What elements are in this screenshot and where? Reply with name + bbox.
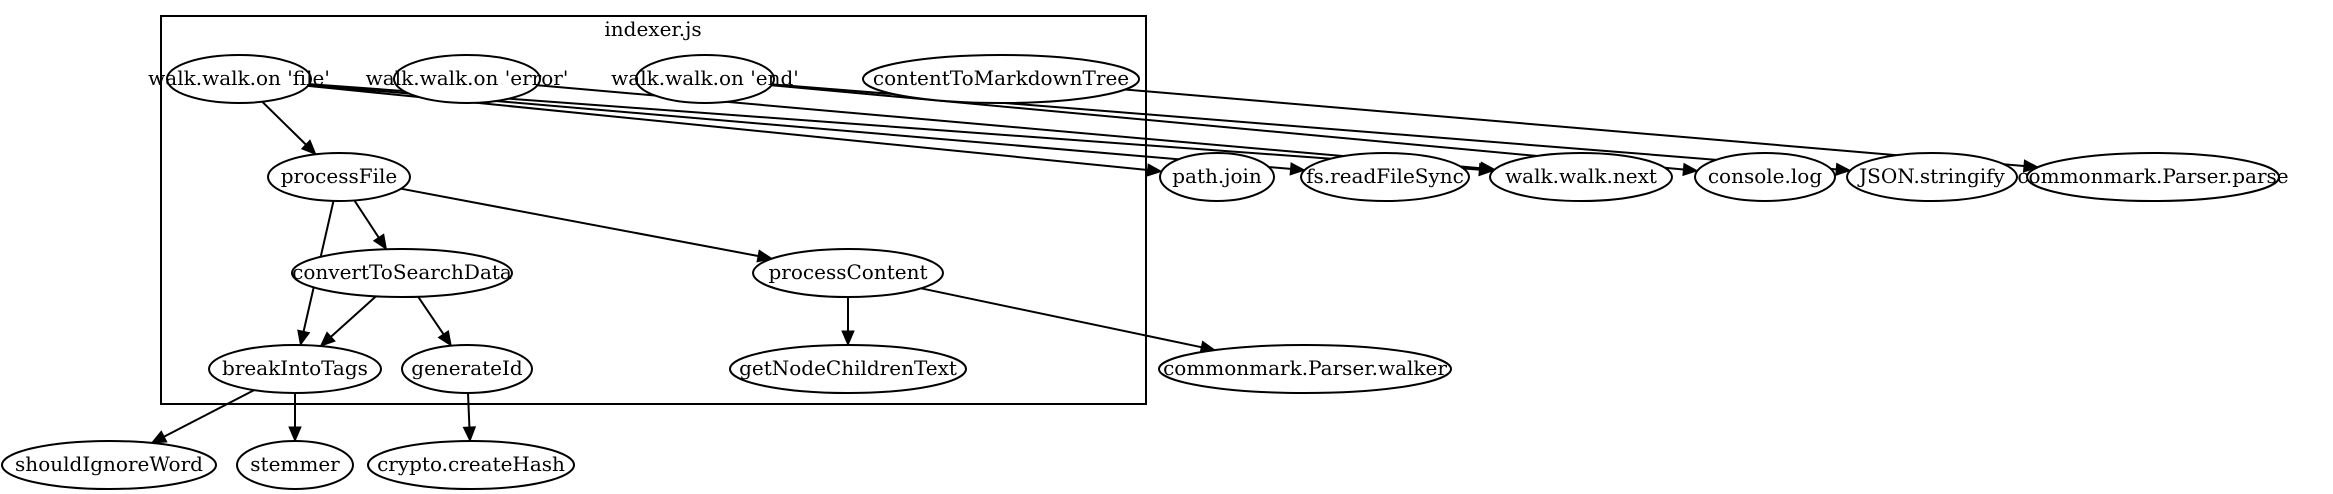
edge-arrowhead bbox=[372, 233, 388, 251]
node-console-log[interactable]: console.log bbox=[1694, 152, 1836, 202]
node-label: getNodeChildrenText bbox=[739, 356, 957, 380]
node-walk-walk-next[interactable]: walk.walk.next bbox=[1489, 152, 1673, 202]
node-label: commonmark.Parser.parse bbox=[2017, 164, 2288, 188]
node-label: walk.walk.on 'end' bbox=[611, 66, 799, 90]
node-label: JSON.stringify bbox=[1857, 164, 2005, 188]
edge-arrowhead bbox=[841, 330, 855, 347]
edge-process-file-to-process-content bbox=[400, 187, 774, 263]
edge-process-content-to-commonmark-parser-walker bbox=[920, 287, 1217, 354]
edge-line bbox=[1124, 88, 2025, 167]
edge-arrowhead bbox=[1682, 162, 1699, 177]
node-label: walk.walk.on 'error' bbox=[366, 66, 569, 90]
edge-arrowhead bbox=[297, 329, 311, 347]
edge-arrowhead bbox=[150, 430, 168, 444]
node-label: commonmark.Parser.walker bbox=[1163, 356, 1447, 380]
node-crypto-create-hash[interactable]: crypto.createHash bbox=[367, 440, 575, 490]
edge-line bbox=[353, 199, 380, 239]
edge-content-to-markdown-tree-to-commonmark-parser-parse bbox=[1124, 88, 2040, 173]
node-label: crypto.createHash bbox=[377, 452, 565, 476]
node-json-stringify[interactable]: JSON.stringify bbox=[1846, 152, 2018, 202]
edge-line bbox=[400, 187, 759, 257]
edge-arrowhead bbox=[1835, 162, 1852, 177]
edge-convert-to-search-data-to-generate-id bbox=[417, 296, 452, 347]
node-label: shouldIgnoreWord bbox=[15, 452, 203, 476]
node-label: fs.readFileSync bbox=[1306, 164, 1464, 188]
node-label: convertToSearchData bbox=[292, 260, 512, 284]
cluster-box bbox=[160, 15, 1147, 405]
edge-line bbox=[330, 295, 377, 338]
edge-line bbox=[261, 100, 307, 146]
node-label: console.log bbox=[1708, 164, 1822, 188]
node-walk-on-file[interactable]: walk.walk.on 'file' bbox=[148, 54, 330, 104]
edge-break-into-tags-to-should-ignore-word bbox=[150, 389, 255, 444]
node-walk-on-end[interactable]: walk.walk.on 'end' bbox=[611, 54, 799, 104]
node-label: walk.walk.next bbox=[1505, 164, 1657, 188]
edge-process-file-to-convert-to-search-data bbox=[353, 199, 388, 251]
node-commonmark-parser-walker[interactable]: commonmark.Parser.walker bbox=[1158, 344, 1452, 394]
edge-walk-on-file-to-process-file bbox=[261, 100, 317, 156]
edge-line bbox=[163, 389, 255, 438]
node-label: breakIntoTags bbox=[222, 356, 368, 380]
node-convert-to-search-data[interactable]: convertToSearchData bbox=[291, 248, 513, 298]
node-process-content[interactable]: processContent bbox=[752, 248, 944, 298]
edge-arrowhead bbox=[1289, 162, 1306, 176]
node-label: stemmer bbox=[250, 452, 340, 476]
node-path-join[interactable]: path.join bbox=[1159, 152, 1275, 202]
edge-arrowhead bbox=[319, 331, 336, 347]
node-commonmark-parser-parse[interactable]: commonmark.Parser.parse bbox=[2017, 152, 2289, 202]
cluster-indexer-js: indexer.js bbox=[160, 15, 1147, 405]
node-break-into-tags[interactable]: breakIntoTags bbox=[208, 344, 382, 394]
node-label: processFile bbox=[281, 164, 397, 188]
edge-line bbox=[467, 392, 471, 428]
edge-arrowhead bbox=[300, 139, 317, 156]
edge-arrowhead bbox=[1479, 161, 1496, 175]
edge-arrowhead bbox=[288, 426, 302, 443]
edge-arrowhead bbox=[462, 426, 477, 443]
node-stemmer[interactable]: stemmer bbox=[236, 440, 354, 490]
node-get-node-children-text[interactable]: getNodeChildrenText bbox=[729, 344, 967, 394]
node-content-to-markdown-tree[interactable]: contentToMarkdownTree bbox=[862, 54, 1140, 104]
node-label: processContent bbox=[769, 260, 928, 284]
node-label: path.join bbox=[1172, 164, 1262, 188]
edge-break-into-tags-to-stemmer bbox=[288, 393, 302, 443]
edge-line bbox=[920, 287, 1202, 349]
node-generate-id[interactable]: generateId bbox=[401, 344, 533, 394]
node-label: walk.walk.on 'file' bbox=[148, 66, 330, 90]
edge-generate-id-to-crypto-create-hash bbox=[462, 392, 477, 443]
node-should-ignore-word[interactable]: shouldIgnoreWord bbox=[1, 440, 217, 490]
edge-line bbox=[417, 296, 445, 335]
node-label: contentToMarkdownTree bbox=[873, 66, 1129, 90]
node-walk-on-error[interactable]: walk.walk.on 'error' bbox=[366, 54, 569, 104]
edge-arrowhead bbox=[437, 329, 452, 347]
cluster-label: indexer.js bbox=[604, 17, 701, 41]
node-process-file[interactable]: processFile bbox=[267, 152, 411, 202]
node-label: generateId bbox=[411, 356, 523, 380]
edge-convert-to-search-data-to-break-into-tags bbox=[319, 295, 377, 347]
edge-arrowhead bbox=[2022, 159, 2040, 173]
edge-arrowhead bbox=[1146, 163, 1163, 177]
node-fs-read-file-sync[interactable]: fs.readFileSync bbox=[1300, 152, 1470, 202]
edge-process-content-to-get-node-children-text bbox=[841, 297, 855, 347]
